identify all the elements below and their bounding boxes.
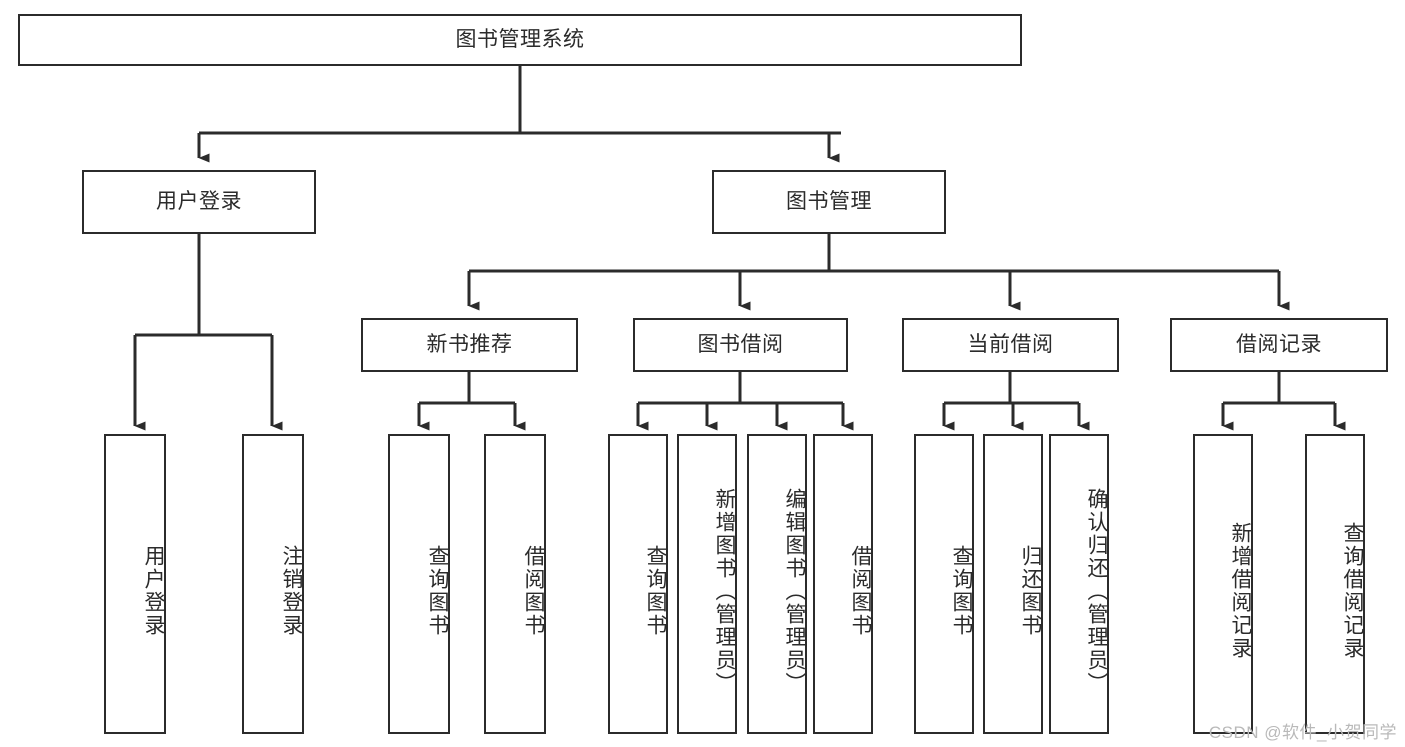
node-label: 查询图书 (644, 545, 667, 637)
node-label: 图书管理系统 (455, 28, 585, 52)
node-label: 编辑图书（管理员） (783, 487, 806, 695)
node-label: 用户登录 (156, 190, 242, 214)
node-leaf-current-return-books[interactable]: 归还图书 (983, 434, 1043, 734)
node-label: 查询图书 (426, 545, 449, 637)
node-user-login[interactable]: 用户登录 (82, 170, 316, 234)
node-leaf-user-login[interactable]: 用户登录 (104, 434, 166, 734)
node-leaf-newbook-borrow-books[interactable]: 借阅图书 (484, 434, 546, 734)
node-label: 借阅图书 (849, 545, 872, 637)
node-leaf-borrow-query-books[interactable]: 查询图书 (608, 434, 668, 734)
node-current-borrow[interactable]: 当前借阅 (902, 318, 1119, 372)
node-leaf-borrow-add-book-admin[interactable]: 新增图书（管理员） (677, 434, 737, 734)
node-leaf-record-add-borrow-record[interactable]: 新增借阅记录 (1193, 434, 1253, 734)
node-label: 用户登录 (142, 545, 165, 637)
node-leaf-current-confirm-return-admin[interactable]: 确认归还（管理员） (1049, 434, 1109, 734)
node-leaf-logout[interactable]: 注销登录 (242, 434, 304, 734)
node-label: 查询图书 (950, 545, 973, 637)
node-label: 归还图书 (1019, 545, 1042, 637)
node-label: 借阅图书 (522, 545, 545, 637)
node-label: 图书管理 (786, 190, 872, 214)
node-new-book-recommend[interactable]: 新书推荐 (361, 318, 578, 372)
node-book-management[interactable]: 图书管理 (712, 170, 946, 234)
node-root-book-management-system[interactable]: 图书管理系统 (18, 14, 1022, 66)
node-label: 新增借阅记录 (1229, 522, 1252, 660)
node-label: 借阅记录 (1236, 333, 1322, 357)
node-label: 当前借阅 (967, 333, 1054, 357)
node-borrow-record[interactable]: 借阅记录 (1170, 318, 1388, 372)
node-label: 确认归还（管理员） (1085, 487, 1108, 695)
node-label: 新增图书（管理员） (713, 487, 736, 695)
node-book-borrow[interactable]: 图书借阅 (633, 318, 848, 372)
node-label: 新书推荐 (426, 333, 513, 357)
node-leaf-current-query-books[interactable]: 查询图书 (914, 434, 974, 734)
node-leaf-borrow-borrow-books[interactable]: 借阅图书 (813, 434, 873, 734)
node-label: 注销登录 (280, 545, 303, 637)
node-label: 图书借阅 (697, 333, 784, 357)
node-label: 查询借阅记录 (1341, 522, 1364, 660)
node-leaf-borrow-edit-book-admin[interactable]: 编辑图书（管理员） (747, 434, 807, 734)
watermark: CSDN @软件_小贺同学 (1208, 723, 1397, 742)
node-leaf-record-query-borrow-record[interactable]: 查询借阅记录 (1305, 434, 1365, 734)
node-leaf-newbook-query-books[interactable]: 查询图书 (388, 434, 450, 734)
